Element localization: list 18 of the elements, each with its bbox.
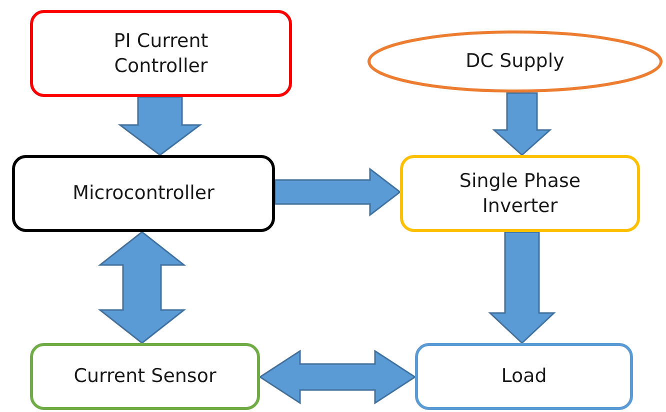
block-arrow <box>118 96 202 156</box>
process-box <box>12 155 275 232</box>
node-label: PI Current Controller <box>112 28 210 78</box>
node-label: Single Phase Inverter <box>458 168 582 218</box>
process-box <box>415 343 633 410</box>
process-box <box>30 343 260 410</box>
block-arrow <box>258 350 416 404</box>
node-label: Current Sensor <box>74 364 216 389</box>
node-label: DC Supply <box>466 49 564 74</box>
process-box <box>400 155 640 232</box>
process-box <box>30 10 292 97</box>
supply-ellipse <box>367 30 663 93</box>
block-arrow <box>488 231 556 344</box>
block-arrow <box>492 92 552 156</box>
block-arrow <box>98 231 186 344</box>
node-label: Load <box>501 364 547 389</box>
node-label: Microcontroller <box>72 181 214 206</box>
block-arrow <box>274 167 402 217</box>
